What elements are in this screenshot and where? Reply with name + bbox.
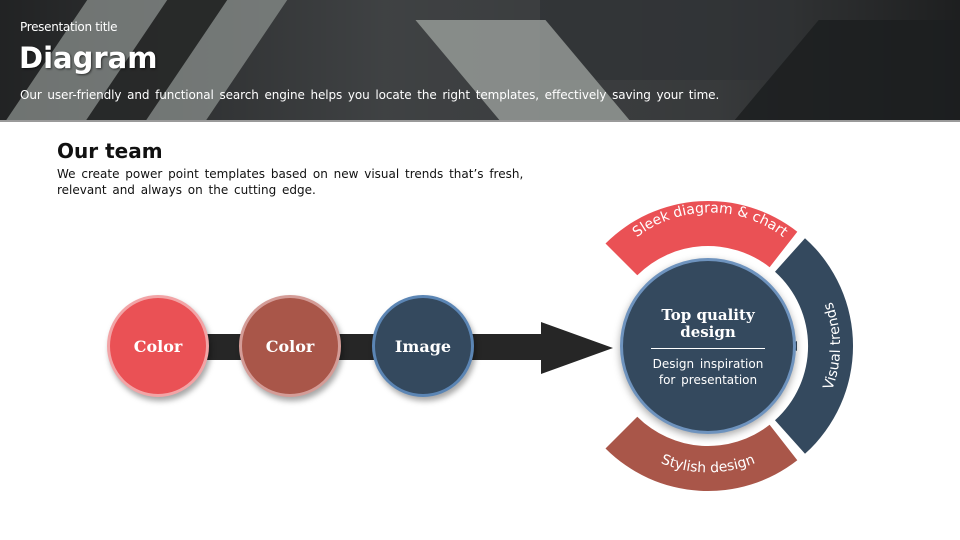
segment-visual-trends [775, 238, 854, 454]
node-label: Image [394, 336, 452, 356]
hub-subtitle: Design inspiration for presentation [623, 356, 793, 388]
hub-subtitle-line1: Design inspiration [652, 357, 764, 371]
page-subtitle: Our user-friendly and functional search … [20, 88, 720, 102]
page-title: Diagram [19, 41, 158, 75]
svg-text:Visual trends: Visual trends [821, 300, 845, 392]
flow-node-image: Image [372, 295, 474, 397]
node-label: Color [265, 336, 315, 356]
section-title: Our team [57, 139, 163, 163]
header-divider [0, 120, 960, 122]
hub-center-circle: Top quality design Design inspiration fo… [620, 258, 796, 434]
presentation-title: Presentation title [20, 20, 118, 34]
section-description: We create power point templates based on… [57, 167, 524, 197]
flow-arrow-head [541, 322, 613, 374]
segment-label-right: Visual trends [821, 300, 845, 392]
hub-divider [651, 348, 765, 349]
flow-node-color-2: Color [239, 295, 341, 397]
hub-title-line1: Top quality [661, 306, 755, 324]
segment-stylish-design [605, 416, 798, 492]
hub-title-line2: design [680, 323, 736, 341]
flow-node-color-1: Color [107, 295, 209, 397]
header-banner: Presentation title Diagram Our user-frie… [0, 0, 960, 122]
segment-sleek-diagram [605, 200, 798, 276]
hub-subtitle-line2: for presentation [658, 373, 758, 387]
node-label: Color [133, 336, 183, 356]
hub-title: Top quality design [623, 307, 793, 341]
